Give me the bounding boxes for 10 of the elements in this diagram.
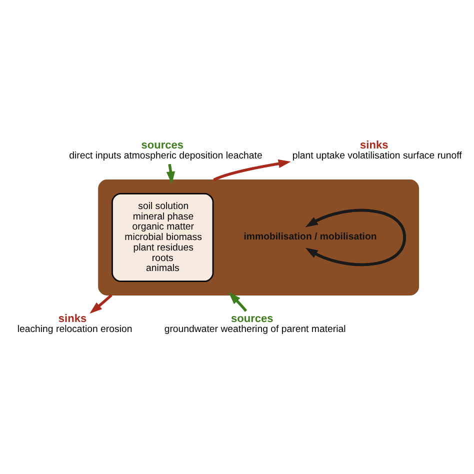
node-text: sources direct inputs atmospheric deposition leachate xyxy=(69,139,262,162)
arrow xyxy=(90,294,112,314)
node-text: sinks plant uptake volatilisation surface runoff xyxy=(292,139,462,162)
arrow xyxy=(213,158,291,181)
node-text: sinks leaching relocation erosion xyxy=(17,312,132,334)
cluster xyxy=(98,179,420,295)
node-box: soil solution mineral phase organic matter microbial biomass plant residues roots animals xyxy=(112,192,214,282)
arrow xyxy=(228,292,248,312)
node-text: sources groundwater weathering of parent material xyxy=(164,312,346,334)
node-text: immobilisation / mobilisation xyxy=(244,230,377,242)
